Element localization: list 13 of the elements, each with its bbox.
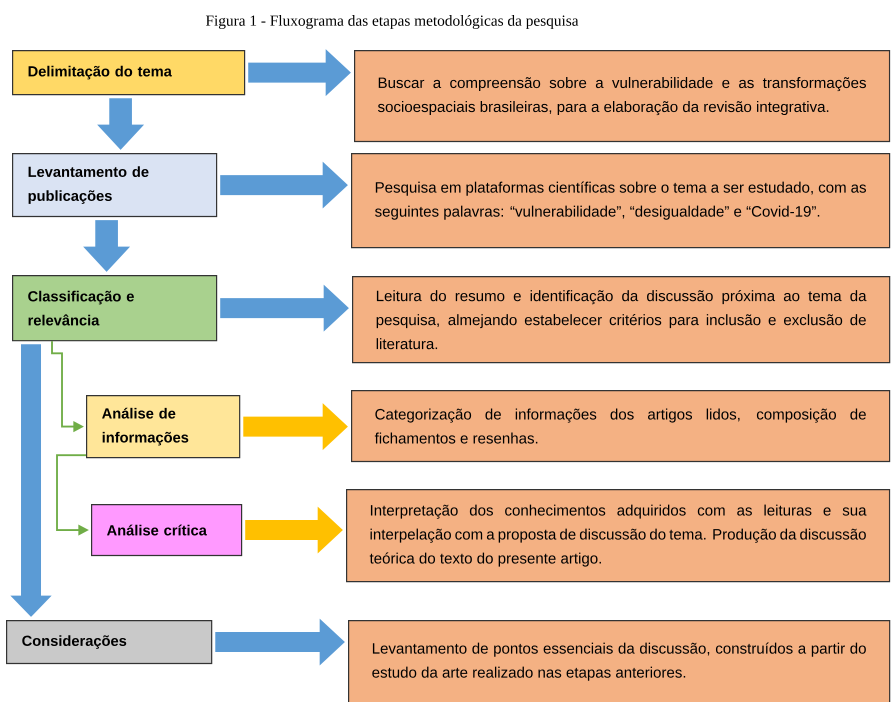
figure-title: Figura 1 - Fluxograma das etapas metodológicas da pesquisa: [206, 15, 578, 29]
description-box: Pesquisa em plataformas científicas sobre o tema a ser estudado, com as seguintes palavras: “vulnerabilidade”, “desigualdade” e “Covid-19”.: [351, 153, 890, 248]
description-box: Levantamento de pontos essenciais da discussão, construídos a partir do estudo da arte realizado nas etapas anteriores.: [348, 620, 890, 702]
step-box: Levantamento de publicações: [12, 153, 218, 218]
step-box: Considerações: [6, 620, 212, 664]
description-box: Buscar a compreensão sobre a vulnerabilidade e as transformações socioespaciais brasileiras, para a elaboração da revisão integrativa.: [354, 50, 890, 142]
step-box: Análise de informações: [86, 395, 240, 458]
step-box: Delimitação do tema: [12, 50, 246, 96]
step-box: Análise crítica: [91, 504, 242, 556]
description-box: Categorização de informações dos artigos lidos, composição de fichamentos e resenhas.: [351, 390, 890, 462]
description-box: Interpretação dos conhecimentos adquiridos com as leituras e sua interpelação com a proposta de discussão do tema. Produção da discussão teórica do texto do presente artigo.: [346, 488, 890, 582]
description-box: Leitura do resumo e identificação da discussão próxima ao tema da pesquisa, almejando estabelecer critérios para inclusão e exclusão de literatura.: [352, 276, 890, 364]
step-box: Classificação e relevância: [12, 275, 218, 342]
